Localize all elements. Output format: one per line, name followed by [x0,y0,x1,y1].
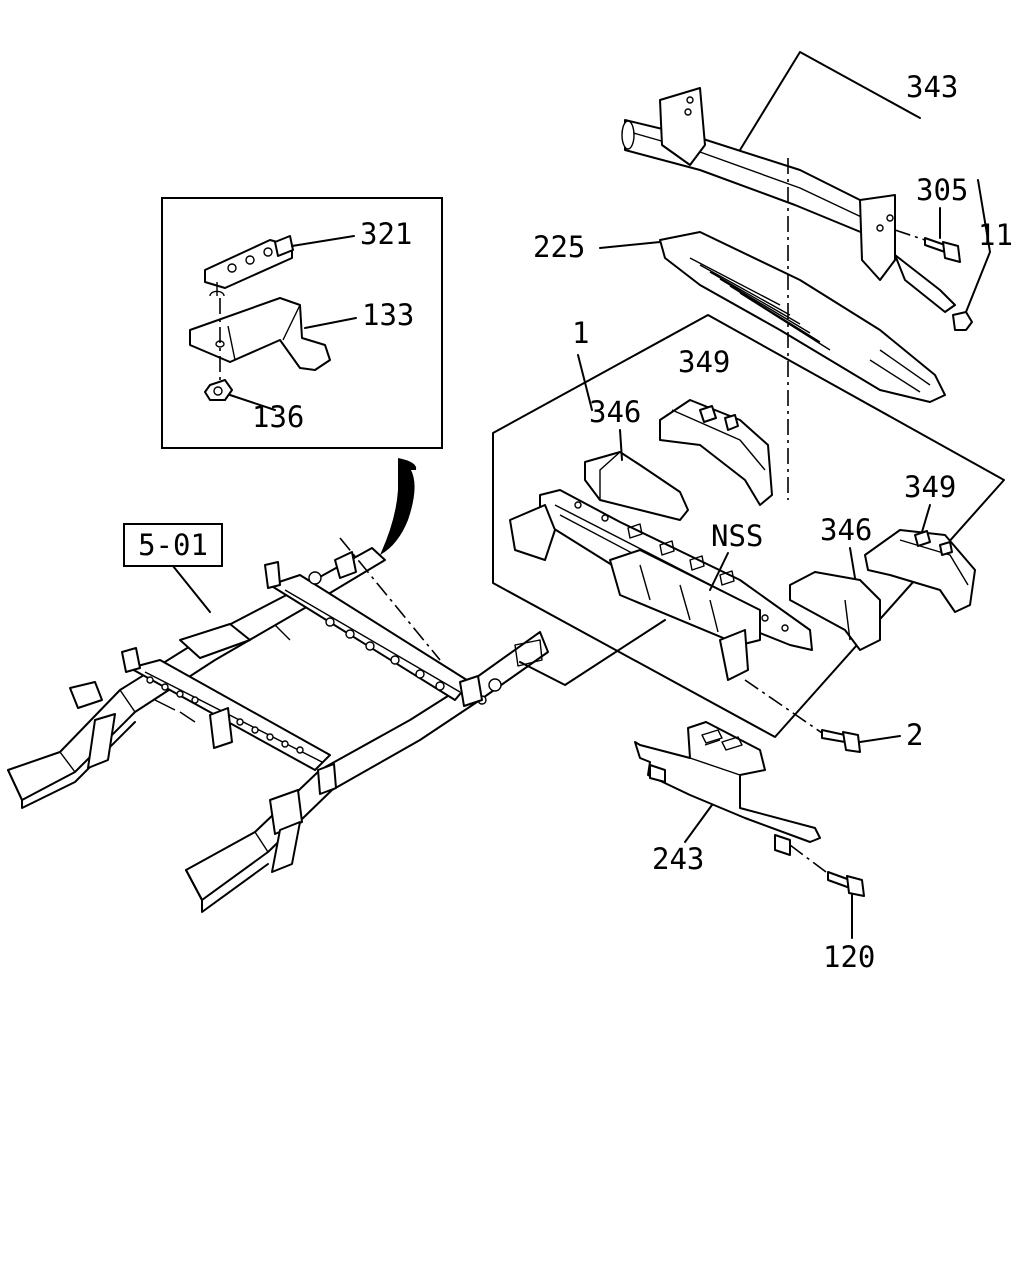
part-label-1: 1 [572,316,589,350]
part-label-346-left: 346 [589,395,641,429]
reference-5-01: 5-01 [123,523,223,613]
part-label-343: 343 [906,70,958,104]
pad-346-right [789,571,881,651]
bracket-243 [634,721,831,876]
nut-11 [952,311,973,331]
cover-349-right [864,529,976,613]
part-label-133: 133 [362,298,414,332]
frame-holes [146,571,502,754]
bolt-305 [894,229,961,263]
chassis-frame [7,537,549,913]
part-label-120: 120 [823,940,875,974]
bolt-2 [821,729,861,753]
bumper-bar-343 [621,51,956,313]
pointer-arrow [380,458,415,555]
part-label-243: 243 [652,842,704,876]
detail-inset [161,197,443,449]
part-label-305: 305 [916,173,968,207]
cover-349-top [659,399,773,506]
part-label-346-right: 346 [820,513,872,547]
part-label-nss: NSS [711,519,763,553]
part-label-2: 2 [906,718,923,752]
connector-line [519,619,666,686]
step-plate-225 [659,158,946,500]
pad-346-left [584,451,689,521]
part-label-349-right: 349 [904,470,956,504]
bolt-2-centerline [744,679,826,736]
crossmember-nss [509,489,813,681]
ref-5-01-label: 5-01 [138,528,208,562]
assembly-1-box [492,314,1005,738]
part-label-349-top: 349 [678,345,730,379]
part-label-321: 321 [360,217,412,251]
part-label-225: 225 [533,230,585,264]
part-label-11: 11 [978,218,1013,252]
bolt-120 [827,871,865,897]
